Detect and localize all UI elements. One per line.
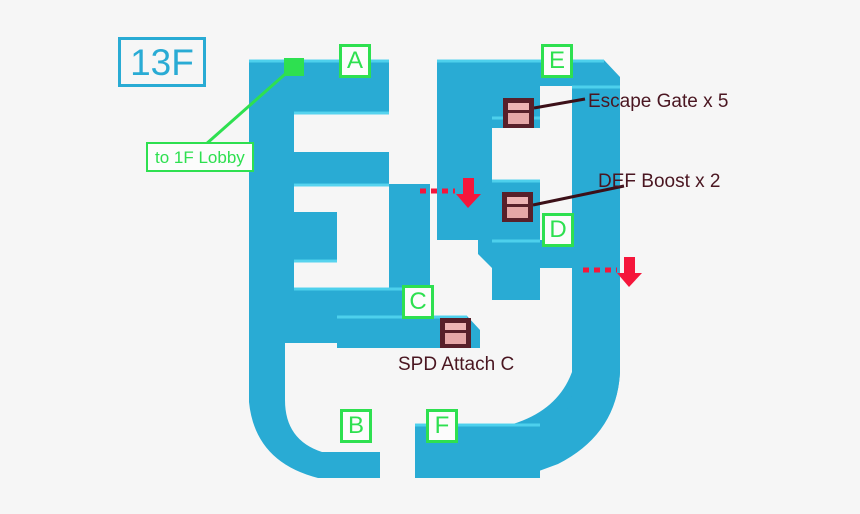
room-marker-a-letter: A (346, 47, 363, 74)
entrance-callout-text: to 1F Lobby (155, 147, 245, 167)
floor-label-text: 13F (130, 41, 194, 83)
room-marker-c[interactable]: C (402, 285, 434, 319)
entrance-callout-label[interactable]: to 1F Lobby (146, 142, 254, 172)
room-marker-a[interactable]: A (339, 44, 371, 78)
treasure-chest-icon[interactable] (440, 318, 471, 348)
entrance-marker-square (284, 58, 304, 76)
room-marker-e[interactable]: E (541, 44, 573, 78)
room-marker-b[interactable]: B (340, 409, 372, 443)
spd-attach-label: SPD Attach C (398, 354, 515, 375)
exit-arrow-2 (583, 257, 642, 287)
entrance-connector-line (204, 66, 293, 147)
room-marker-d-letter: D (549, 216, 567, 243)
floor-label-badge: 13F (118, 37, 206, 87)
def-boost-leader-line (532, 184, 625, 207)
def-boost-label: DEF Boost x 2 (598, 171, 721, 192)
treasure-chest-icon[interactable] (502, 192, 533, 222)
escape-gate-leader-line (533, 97, 586, 110)
room-marker-e-letter: E (548, 47, 565, 74)
escape-gate-label: Escape Gate x 5 (588, 91, 729, 112)
exit-arrow-1 (420, 178, 481, 208)
room-marker-f-letter: F (434, 412, 450, 439)
room-marker-b-letter: B (347, 412, 364, 439)
room-marker-d[interactable]: D (542, 213, 574, 247)
room-marker-f[interactable]: F (426, 409, 458, 443)
treasure-chest-icon[interactable] (503, 98, 534, 128)
room-marker-c-letter: C (409, 288, 427, 315)
